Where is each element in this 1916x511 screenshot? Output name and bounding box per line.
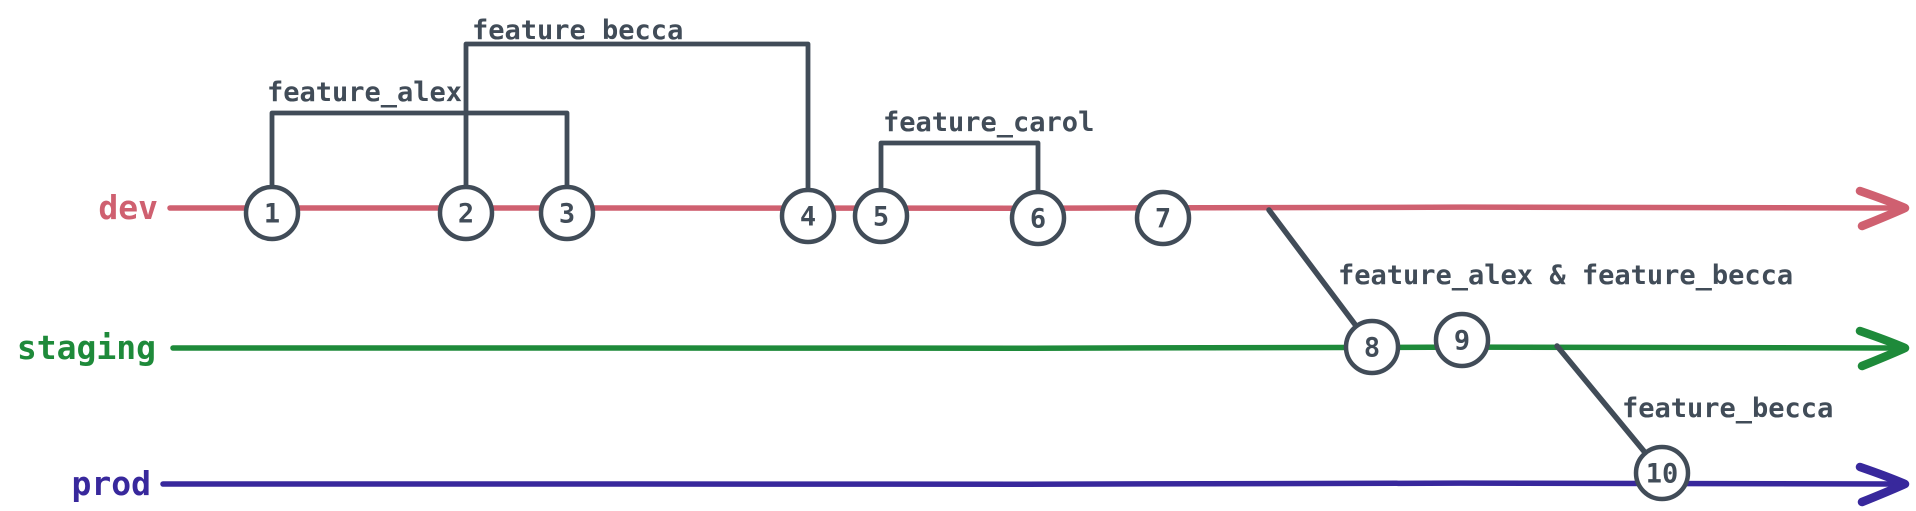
commit-number-1: 1: [264, 199, 280, 230]
feature-bracket-label: feature_carol: [883, 107, 1094, 138]
branch-label-dev: dev: [98, 188, 158, 227]
commit-number-5: 5: [873, 202, 889, 233]
commit-number-4: 4: [800, 202, 816, 233]
branch-arrow-icon-staging: [1855, 326, 1910, 371]
branch-arrow-icon-dev: [1855, 186, 1910, 231]
commit-number-10: 10: [1646, 459, 1679, 490]
commit-number-6: 6: [1030, 204, 1046, 235]
feature-bracket-label: feature_becca: [472, 15, 683, 46]
commit-node-5: [852, 187, 910, 245]
commit-node-2: [437, 184, 495, 242]
branch-line-prod: [160, 480, 1896, 488]
feature-bracket-feature_alex: [269, 110, 570, 191]
commit-number-9: 9: [1454, 326, 1470, 357]
commit-node-6: [1009, 189, 1067, 247]
commit-number-7: 7: [1155, 204, 1171, 235]
commit-node-3: [538, 184, 596, 242]
merge-edge-label: feature_becca: [1622, 393, 1833, 424]
feature-bracket-feature_becca: [463, 41, 811, 194]
merge-edge: [1266, 207, 1375, 350]
commit-node-7: [1134, 189, 1192, 247]
commit-node-1: [243, 184, 301, 242]
commit-number-3: 3: [559, 199, 575, 230]
commit-node-4: [779, 187, 837, 245]
feature-bracket-label: feature_alex: [267, 77, 462, 108]
commit-node-9: [1433, 311, 1491, 369]
branch-arrow-icon-prod: [1855, 462, 1910, 507]
commit-number-8: 8: [1364, 333, 1380, 364]
commit-node-8: [1343, 318, 1401, 376]
branch-label-staging: staging: [17, 328, 156, 367]
branch-line-staging: [170, 344, 1896, 352]
feature-bracket-feature_carol: [878, 140, 1041, 196]
merge-edge-label: feature_alex & feature_becca: [1338, 260, 1793, 291]
commit-node-10: [1633, 444, 1691, 502]
branch-label-prod: prod: [72, 464, 151, 503]
commit-number-2: 2: [458, 199, 474, 230]
